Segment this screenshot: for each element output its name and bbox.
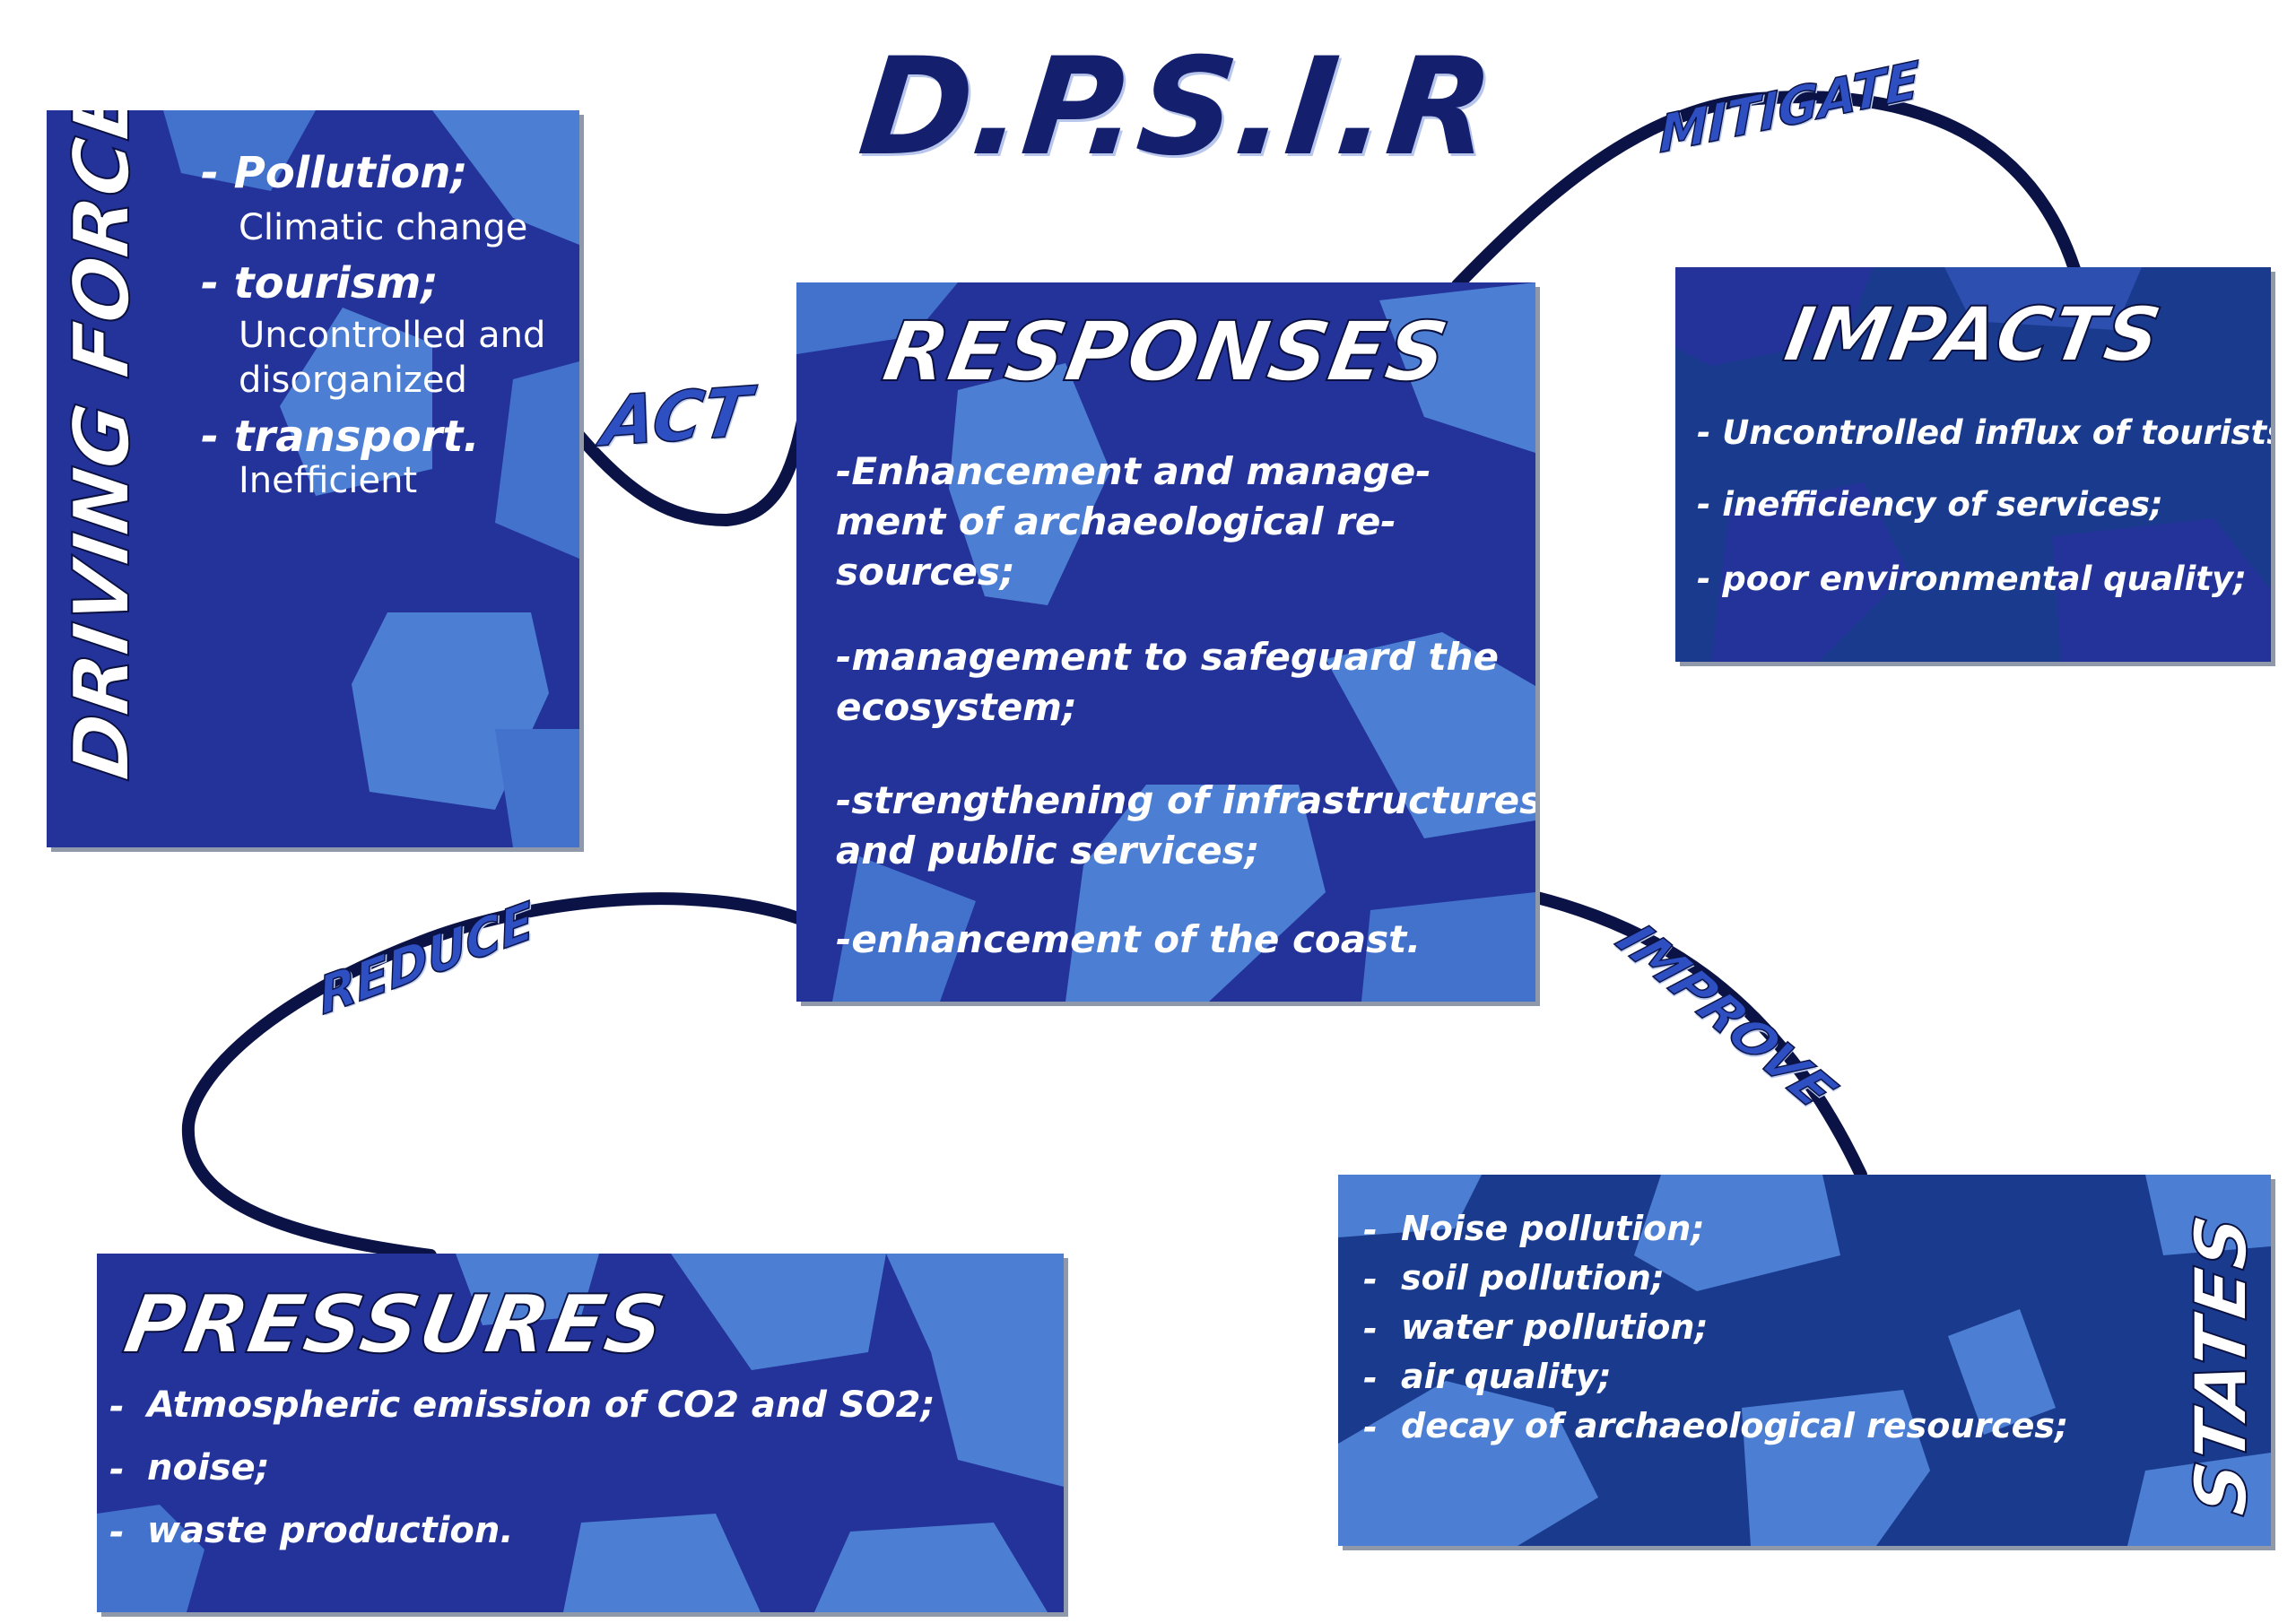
- impacts-box: IMPACTS - Uncontrolled influx of tourist…: [1675, 267, 2271, 662]
- driving-forces-item-sub: disorganized: [239, 360, 467, 401]
- driving-forces-item-sub: Climatic change: [239, 207, 528, 248]
- responses-title: RESPONSES: [875, 303, 1457, 401]
- responses-item: ment of archaeological re-: [836, 499, 1396, 543]
- states-item: decay of archaeological resources;: [1401, 1406, 2069, 1445]
- camo-pattern: [796, 282, 1535, 1002]
- impacts-item: - inefficiency of services;: [1697, 485, 2163, 524]
- states-item: air quality;: [1401, 1357, 1612, 1396]
- responses-box: RESPONSES -Enhancement and manage- ment …: [796, 282, 1535, 1002]
- pressures-item: waste production.: [147, 1510, 514, 1551]
- list-bullet: -: [109, 1449, 125, 1490]
- improve-connector: [1527, 890, 1867, 1181]
- camo-pattern: [1338, 1175, 2271, 1546]
- act-connector: [572, 402, 812, 527]
- responses-item: -enhancement of the coast.: [836, 917, 1422, 961]
- responses-item: ecosystem;: [836, 685, 1077, 729]
- list-bullet: -: [1363, 1358, 1378, 1398]
- impacts-title: IMPACTS: [1778, 290, 2170, 379]
- driving-forces-item-main: - Pollution;: [201, 148, 468, 198]
- responses-item: -management to safeguard the: [836, 635, 1499, 679]
- responses-item: -Enhancement and manage-: [836, 449, 1431, 493]
- pressures-item: noise;: [147, 1447, 270, 1488]
- act-label: ACT: [596, 370, 756, 463]
- list-bullet: -: [1363, 1260, 1378, 1299]
- impacts-item: - Uncontrolled influx of tourists;: [1697, 413, 2271, 452]
- mitigate-connector: [1451, 91, 2081, 291]
- list-bullet: -: [1363, 1211, 1378, 1250]
- responses-item: sources;: [836, 550, 1015, 594]
- list-bullet: -: [109, 1512, 125, 1553]
- states-box: STATES - Noise pollution; - soil polluti…: [1338, 1175, 2271, 1546]
- states-title: STATES: [2179, 1209, 2264, 1521]
- page-title: D.P.S.I.R: [852, 30, 1500, 186]
- driving-forces-item-main: - transport.: [201, 412, 480, 462]
- driving-forces-item-main: - tourism;: [201, 258, 439, 308]
- driving-forces-title: DRIVING FORCES: [57, 110, 148, 785]
- pressures-box: PRESSURES - Atmospheric emission of CO2 …: [97, 1254, 1064, 1612]
- camo-pattern: [1675, 267, 2271, 662]
- camo-pattern: [97, 1254, 1064, 1612]
- list-bullet: -: [1363, 1408, 1378, 1447]
- pressures-title: PRESSURES: [117, 1277, 674, 1373]
- list-bullet: -: [1363, 1309, 1378, 1349]
- driving-forces-item-sub: Inefficient: [239, 460, 418, 501]
- list-bullet: -: [109, 1386, 125, 1428]
- pressures-item: Atmospheric emission of CO2 and SO2;: [147, 1384, 935, 1426]
- driving-forces-item-sub: Uncontrolled and: [239, 315, 546, 356]
- states-item: soil pollution;: [1401, 1258, 1665, 1298]
- states-item: Noise pollution;: [1401, 1209, 1705, 1248]
- impacts-item: - poor environmental quality;: [1697, 560, 2247, 598]
- camo-pattern: [163, 110, 579, 847]
- responses-item: -strengthening of infrastructures: [836, 778, 1535, 822]
- states-item: water pollution;: [1401, 1307, 1709, 1347]
- driving-forces-box: DRIVING FORCES - Pollution; Climatic cha…: [47, 110, 579, 847]
- responses-item: and public services;: [836, 829, 1260, 872]
- reduce-connector: [181, 892, 807, 1262]
